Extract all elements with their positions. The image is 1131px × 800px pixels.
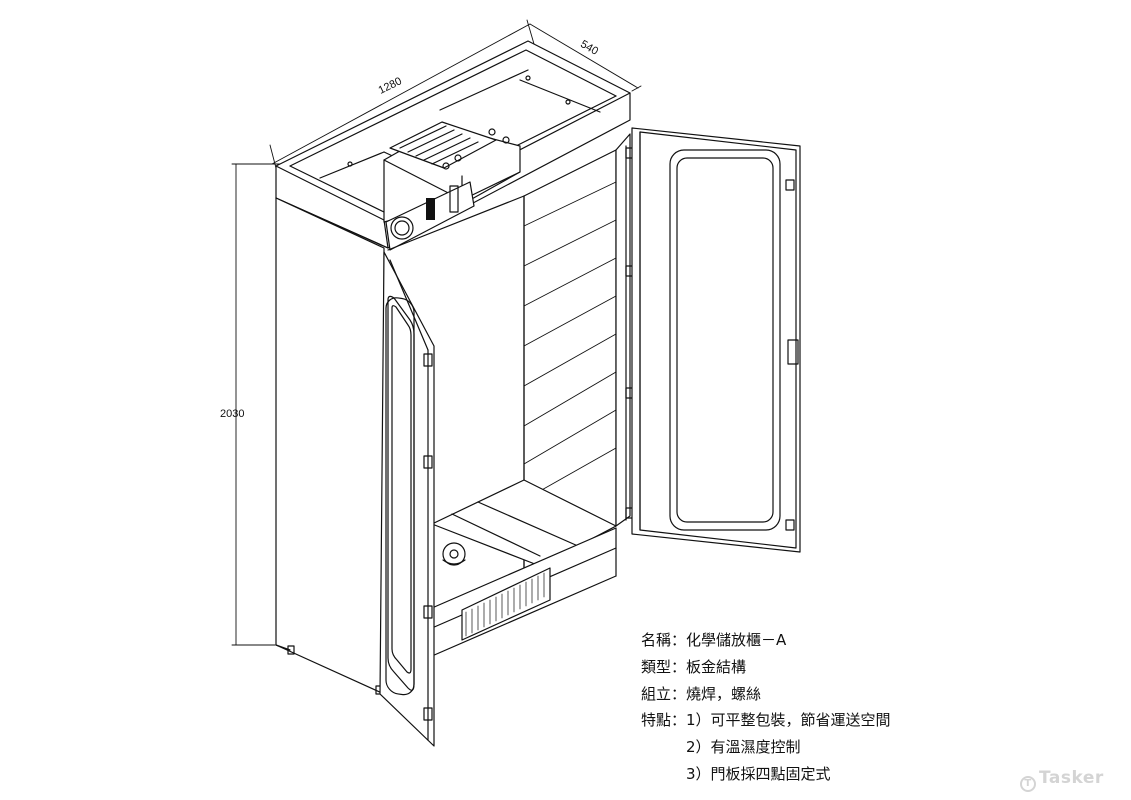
spec-assembly: 組立：燒焊，螺絲	[641, 685, 762, 703]
tasker-logo-icon: T	[1020, 776, 1036, 792]
right-door	[631, 127, 801, 553]
dimension-lines	[231, 19, 642, 646]
spec-feature-2: 2）有溫濕度控制	[686, 738, 801, 756]
control-unit	[383, 121, 521, 251]
spec-feature-3: 3）門板採四點固定式	[686, 765, 831, 783]
spec-type: 類型：板金結構	[641, 658, 747, 676]
tasker-watermark-text: Tasker	[1039, 768, 1104, 788]
cabinet-body	[275, 133, 635, 695]
spec-feature-1: 特點：1）可平整包裝，節省運送空間	[641, 711, 891, 729]
left-door	[379, 251, 435, 747]
height-dimension-label: 2030	[220, 408, 245, 420]
spec-name: 名稱：化學儲放櫃－A	[641, 631, 787, 649]
